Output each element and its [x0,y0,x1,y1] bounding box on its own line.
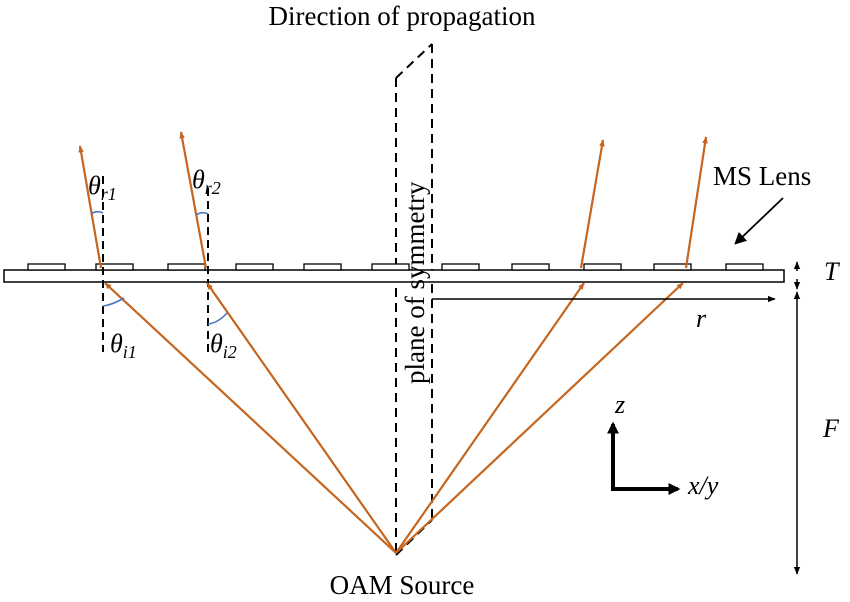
meta-atom [583,263,622,271]
angle-arcs [90,210,228,325]
plane-of-symmetry-label: plane of symmetry [400,181,430,384]
incident-rays [104,282,684,554]
thickness-label: T [824,257,840,286]
meta-atom [441,263,480,271]
theta-i1-label: θi1 [110,329,137,362]
coordinate-axes [607,421,681,495]
arc-theta-i2 [207,312,228,325]
meta-atom [27,263,66,271]
meta-atom [95,263,134,271]
arc-theta-i1 [102,297,125,307]
axis-z-label: z [614,390,625,419]
refracted-rays [78,131,708,269]
refracted-ray-4 [684,136,708,269]
refracted-ray-1 [78,145,103,269]
symmetry-plane [395,43,433,556]
incident-ray-3 [395,282,585,554]
lens-substrate [3,269,785,283]
theta-i2-label: θi2 [210,329,237,362]
ms-lens-pointer [734,197,784,245]
meta-atom [725,263,764,271]
arc-theta-r2 [195,211,209,216]
axis-xy-label: x/y [687,471,719,500]
oam-source-label: OAM Source [330,570,475,600]
incident-ray-1 [104,282,397,554]
theta-r1-label: θr1 [88,171,117,204]
ms-lens-label: MS Lens [713,161,811,191]
arc-theta-r1 [90,210,104,215]
meta-atom [303,263,342,271]
refracted-ray-3 [579,139,605,269]
meta-atom [167,263,206,271]
meta-atom [235,263,274,271]
meta-atom [653,263,692,271]
direction-label: Direction of propagation [269,1,536,31]
refracted-ray-2 [179,131,208,269]
meta-atom [371,263,410,271]
normal-lines [102,176,209,352]
incident-ray-4 [395,282,684,554]
radius-label: r [696,304,707,333]
incident-ray-2 [206,282,397,554]
meta-atom [511,263,550,271]
focal-label: F [822,414,840,443]
meta-atoms [27,263,764,271]
theta-r2-label: θr2 [192,165,221,198]
